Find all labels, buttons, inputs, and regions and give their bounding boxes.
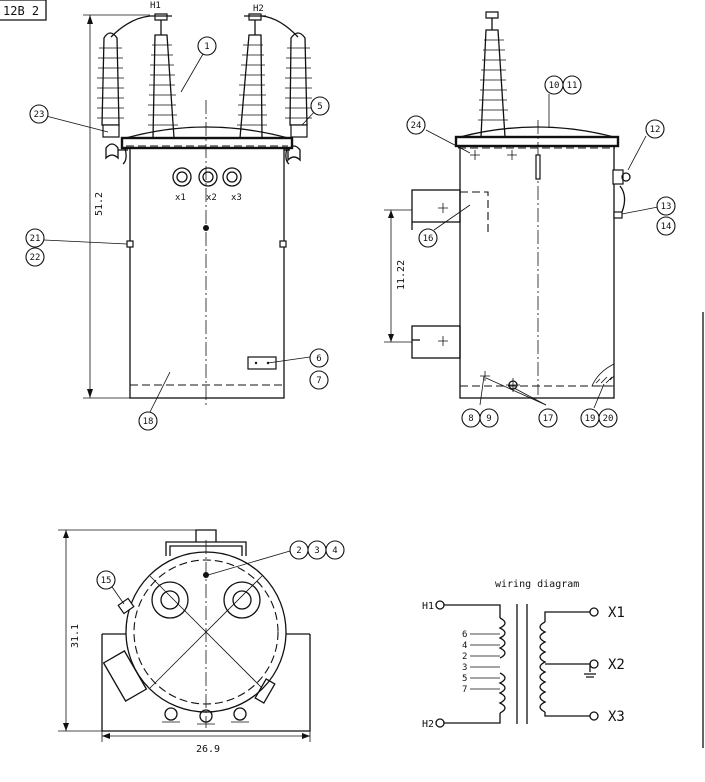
balloon-17: 17 — [538, 408, 558, 428]
balloon-19: 19 — [580, 408, 600, 428]
svg-text:5: 5 — [317, 102, 322, 112]
svg-text:1: 1 — [204, 42, 209, 52]
tap-2: 2 — [462, 652, 467, 662]
wiring-x1: X1 — [608, 605, 625, 621]
label-x1: x1 — [175, 193, 186, 203]
wiring-diagram: wiring diagram H1 H2 6 4 2 3 5 7 X1 X2 X… — [422, 579, 625, 730]
svg-text:14: 14 — [661, 222, 672, 232]
svg-text:22: 22 — [30, 253, 41, 263]
front-cover — [120, 136, 294, 150]
balloon-21: 21 — [25, 228, 45, 248]
label-x2: x2 — [206, 193, 217, 203]
svg-text:13: 13 — [661, 202, 672, 212]
svg-text:17: 17 — [543, 414, 554, 424]
balloon-24: 24 — [406, 115, 426, 135]
arrester-right — [261, 15, 312, 165]
corner-text: 12B 2 — [3, 4, 39, 18]
svg-text:4: 4 — [332, 546, 337, 556]
svg-text:7: 7 — [316, 376, 321, 386]
svg-text:21: 21 — [30, 234, 41, 244]
label-x3: x3 — [231, 193, 242, 203]
balloon-7: 7 — [309, 370, 329, 390]
top-height-dimension: 31.1 — [70, 624, 81, 648]
tap-5: 5 — [462, 674, 467, 684]
svg-text:20: 20 — [603, 414, 614, 424]
balloon-15: 15 — [96, 570, 116, 590]
svg-text:3: 3 — [314, 546, 319, 556]
title-block-corner: 12B 2 — [0, 0, 47, 21]
svg-text:8: 8 — [468, 414, 473, 424]
bushing-label-h2: H2 — [253, 4, 264, 14]
tap-6: 6 — [462, 630, 467, 640]
balloon-9: 9 — [479, 408, 499, 428]
edge-table — [702, 312, 704, 748]
callout-balloons: 1 5 23 21 22 6 7 18 10 11 24 12 13 14 16… — [25, 36, 676, 590]
wiring-h2: H2 — [422, 719, 434, 730]
svg-text:2: 2 — [296, 546, 301, 556]
tap-4: 4 — [462, 641, 467, 651]
top-view: 31.1 26.9 — [58, 529, 311, 755]
balloon-23: 23 — [29, 104, 49, 124]
top-width-dimension: 26.9 — [196, 744, 220, 755]
svg-text:15: 15 — [101, 576, 112, 586]
nameplate — [247, 356, 277, 370]
wiring-x3: X3 — [608, 709, 625, 725]
wiring-title: wiring diagram — [495, 579, 579, 590]
balloon-10: 10 — [544, 75, 564, 95]
primary-bushing-h1 — [148, 13, 178, 139]
balloon-4: 4 — [325, 540, 345, 560]
balloon-5: 5 — [310, 96, 330, 116]
primary-bushing-h2 — [237, 13, 267, 139]
balloon-14: 14 — [656, 216, 676, 236]
svg-text:18: 18 — [143, 417, 154, 427]
bushing-label-h1: H1 — [150, 1, 161, 11]
side-view: 11.22 — [384, 11, 631, 399]
svg-text:24: 24 — [411, 121, 422, 131]
svg-text:9: 9 — [486, 414, 491, 424]
svg-text:6: 6 — [316, 354, 321, 364]
balloon-8: 8 — [461, 408, 481, 428]
svg-text:16: 16 — [423, 234, 434, 244]
balloon-16: 16 — [418, 228, 438, 248]
balloon-2: 2 — [289, 540, 309, 560]
balloon-11: 11 — [562, 75, 582, 95]
balloon-12: 12 — [645, 119, 665, 139]
balloon-1: 1 — [197, 36, 217, 56]
side-mount-dimension: 11.22 — [396, 260, 407, 290]
balloon-13: 13 — [656, 196, 676, 216]
secondary-bushings: x1 x2 x3 — [172, 167, 242, 203]
balloon-6: 6 — [309, 348, 329, 368]
balloon-22: 22 — [25, 247, 45, 267]
tap-7: 7 — [462, 685, 467, 695]
svg-text:12: 12 — [650, 125, 661, 135]
front-height-dimension: 51.2 — [94, 192, 105, 216]
svg-text:10: 10 — [549, 81, 560, 91]
balloon-3: 3 — [307, 540, 327, 560]
wiring-x2: X2 — [608, 657, 625, 673]
svg-text:23: 23 — [34, 110, 45, 120]
svg-text:11: 11 — [567, 81, 578, 91]
svg-text:19: 19 — [585, 414, 596, 424]
wiring-h1: H1 — [422, 601, 434, 612]
front-view: x1 x2 x3 H1 H2 51.2 — [83, 1, 312, 405]
tap-3: 3 — [462, 663, 467, 673]
balloon-20: 20 — [598, 408, 618, 428]
arrester-left — [97, 15, 151, 165]
side-tank — [459, 145, 615, 399]
balloon-18: 18 — [138, 411, 158, 431]
